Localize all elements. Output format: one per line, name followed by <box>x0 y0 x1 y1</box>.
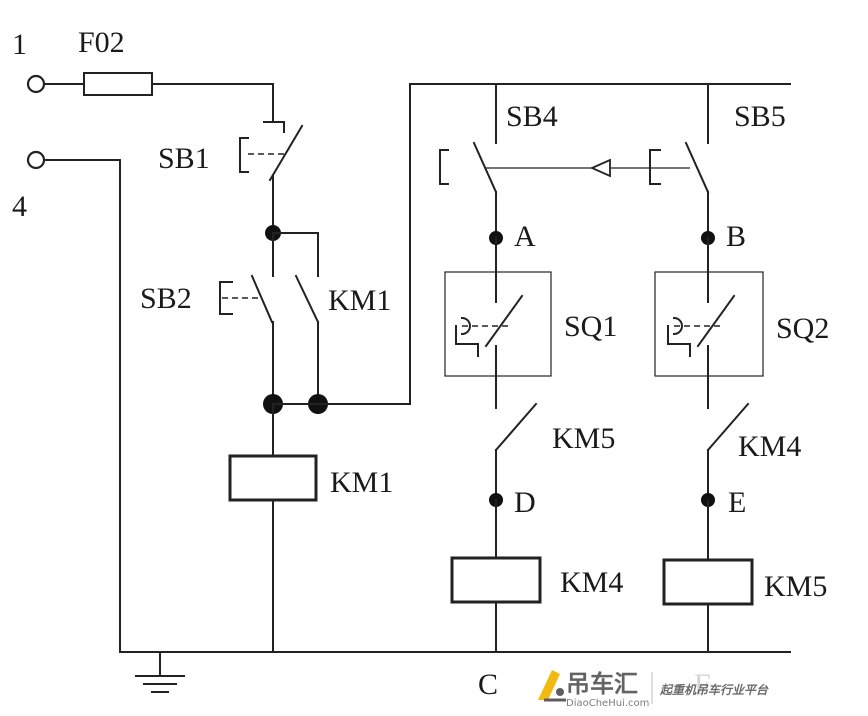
label-sb2: SB2 <box>140 282 192 315</box>
label-fuse: F02 <box>78 26 125 59</box>
terminal-4 <box>26 150 46 170</box>
watermark-brand-en: DiaoCheHui.com <box>566 698 649 709</box>
terminal-1 <box>26 74 46 94</box>
linkage-arrow-icon <box>589 158 611 178</box>
label-km4-contact: KM4 <box>738 430 801 463</box>
sb1-switch <box>239 121 304 182</box>
label-km5-contact: KM5 <box>552 422 615 455</box>
label-sb4: SB4 <box>506 100 558 133</box>
sq1-limit-switch <box>455 294 524 357</box>
sq2-limit-switch <box>667 294 736 357</box>
sq1-box <box>444 271 552 377</box>
fuse-f02 <box>83 72 153 96</box>
km1-coil <box>228 454 318 502</box>
label-node-b: B <box>726 220 746 253</box>
km4-contact <box>706 402 750 452</box>
label-km1-contact: KM1 <box>328 284 391 317</box>
label-terminal-4: 4 <box>12 190 27 223</box>
watermark-tagline: 起重机吊车行业平台 <box>659 683 769 697</box>
sb5-switch <box>649 141 710 194</box>
label-km5-coil: KM5 <box>764 570 827 603</box>
label-terminal-1: 1 <box>12 28 27 61</box>
label-node-c: C <box>478 668 498 701</box>
label-km1-coil: KM1 <box>330 466 393 499</box>
label-sb5: SB5 <box>734 100 786 133</box>
label-sq1: SQ1 <box>564 310 617 343</box>
watermark-brand-cn: 吊车汇 <box>566 670 638 698</box>
watermark: 吊车汇 DiaoCheHui.com 起重机吊车行业平台 <box>528 662 858 710</box>
sb2-switch <box>219 274 274 324</box>
label-node-e: E <box>728 486 746 519</box>
sb4-switch <box>439 141 498 194</box>
label-node-a: A <box>514 220 536 253</box>
ground-symbol <box>135 651 185 693</box>
km4-coil <box>450 556 542 604</box>
label-km4-coil: KM4 <box>560 566 623 599</box>
km1-aux-contact <box>294 274 320 324</box>
crane-logo-icon <box>538 670 566 702</box>
label-sb1: SB1 <box>158 142 210 175</box>
label-node-d: D <box>514 486 536 519</box>
label-sq2: SQ2 <box>776 312 829 345</box>
km5-contact <box>494 402 538 452</box>
km5-coil <box>662 558 754 606</box>
